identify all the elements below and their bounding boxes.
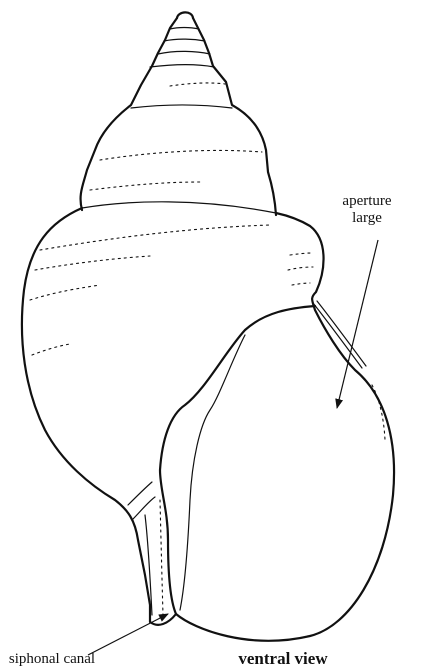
view-title: ventral view (238, 649, 328, 667)
shell-apex (177, 12, 193, 18)
spiral-line-10 (292, 283, 310, 285)
canal-growth-1 (128, 482, 152, 505)
spiral-line-2 (100, 150, 262, 160)
suture-1 (170, 28, 199, 30)
shell-drawing (22, 12, 394, 640)
suture-3 (158, 51, 210, 54)
aperture-label-line2: large (352, 210, 382, 226)
shell-columella (160, 306, 315, 614)
aperture-arrow (337, 240, 378, 408)
canal-growth-2 (132, 497, 155, 520)
spiral-line-3 (90, 182, 200, 190)
suture-6 (82, 202, 276, 213)
spiral-line-8 (290, 253, 312, 255)
shell-spire-left-edge (81, 18, 177, 210)
siphonal-canal-label: siphonal canal (9, 651, 95, 667)
aperture-annotation: aperture large (337, 193, 392, 408)
shell-inner-lip (180, 335, 245, 610)
spiral-line-1 (170, 83, 225, 86)
shell-body-whorl (22, 208, 394, 641)
siphonal-canal-arrow (88, 614, 168, 655)
suture-4 (150, 65, 214, 67)
suture-5 (131, 105, 232, 108)
siphonal-canal-annotation: siphonal canal (9, 614, 168, 667)
siphonal-canal-ridge (160, 500, 163, 615)
spiral-line-9 (288, 267, 313, 270)
shell-spire-right-edge (193, 18, 276, 215)
aperture-label-line1: aperture (342, 193, 391, 209)
spiral-line-5 (35, 256, 150, 270)
spiral-line-7 (32, 344, 70, 355)
shell-outer-lip-2 (317, 301, 366, 366)
spiral-line-6 (30, 285, 100, 300)
spiral-line-4 (40, 225, 270, 250)
suture-2 (164, 39, 205, 41)
